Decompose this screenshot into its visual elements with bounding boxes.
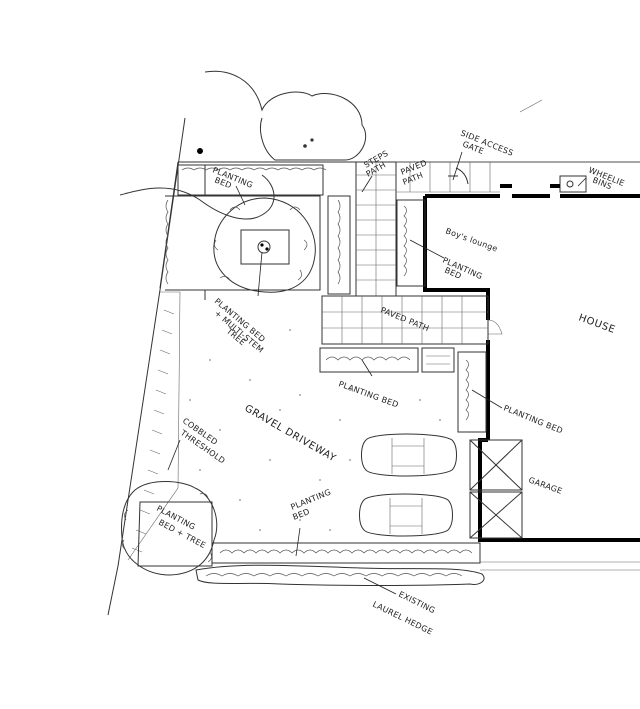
cobbled-threshold-strip (127, 291, 181, 561)
label-planting-bed-top: PLANTING BED (211, 166, 254, 191)
paved-path-middle (321, 295, 489, 345)
label-garage: GARAGE (527, 475, 563, 496)
label-planting-bed-circle: PLANTING BED + MULTI-STEM TREE (213, 297, 267, 355)
label-planting-bed-tree: PLANTING BED + TREE (155, 504, 207, 550)
paved-path-top (396, 161, 640, 193)
planting-bed-right (457, 351, 487, 433)
label-steps: STEPS PATH (363, 149, 390, 179)
label-boys-lounge: Boy's lounge (444, 226, 499, 253)
planting-bed-middle (319, 347, 455, 373)
circular-planting-bed (213, 197, 316, 293)
label-house: HOUSE (577, 312, 617, 335)
label-paved-path-top: PAVED PATH (399, 158, 428, 187)
label-planting-bed-bottom: PLANTING BED (289, 487, 332, 521)
planting-bed-left (165, 164, 327, 300)
tree-plinth (240, 229, 290, 265)
tree-canopy-sketch (119, 70, 367, 220)
svg-text:PLANTING: PLANTING (289, 487, 332, 511)
label-paved-path-middle: PAVED PATH (379, 306, 430, 334)
laurel-hedge (195, 564, 485, 586)
car-sketch-top (361, 433, 457, 477)
leader-lines (167, 151, 587, 595)
label-planting-bed-right: PLANTING BED (502, 404, 564, 436)
label-planting-bed-lounge: PLANTING BED (441, 256, 484, 282)
label-planting-bed-middle: PLANTING BED (337, 379, 399, 409)
label-cobbled-threshold: COBBLED THRESHOLD (178, 416, 227, 465)
label-wheelie-bins: WHEELIE BINS (587, 166, 626, 192)
planting-bed-bottom (211, 542, 481, 564)
survey-point (197, 148, 203, 154)
steps-path (327, 161, 397, 297)
label-side-access-gate: SIDE ACCESS GATE (459, 129, 514, 158)
svg-text:EXISTING: EXISTING (397, 590, 437, 616)
garage-doors (469, 439, 523, 539)
car-sketch-bottom (359, 493, 453, 537)
planting-bed-lounge (396, 199, 426, 287)
label-existing-laurel-hedge: EXISTING LAUREL HEDGE (371, 590, 437, 637)
label-gravel-driveway: GRAVEL DRIVEWAY (243, 403, 339, 465)
planting-bed-tree (121, 481, 218, 576)
gravel-texture (189, 319, 441, 531)
